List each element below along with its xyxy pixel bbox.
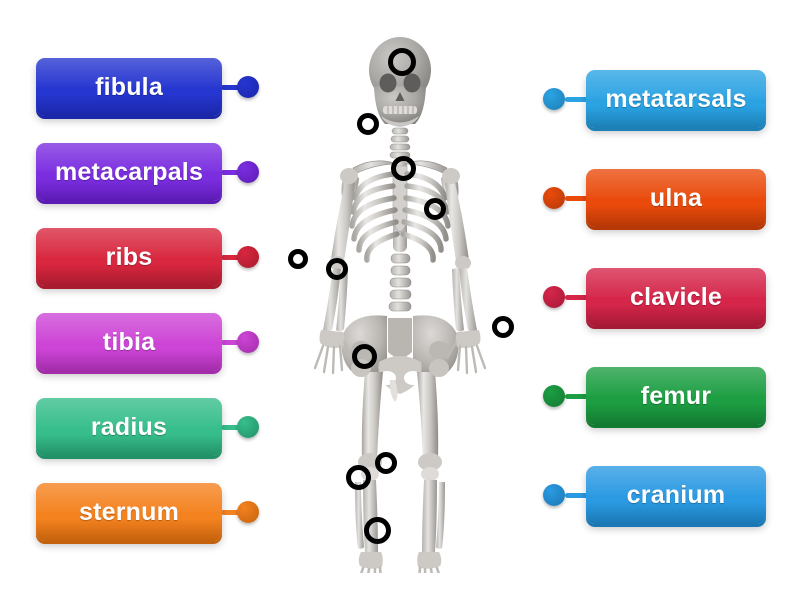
connector-stem-femur <box>565 394 589 399</box>
label-chip-ribs[interactable]: ribs <box>36 228 222 286</box>
fibula-target[interactable] <box>375 452 397 474</box>
skeleton-diagram <box>275 28 525 573</box>
label-chip-clavicle[interactable]: clavicle <box>586 268 766 326</box>
label-text: cranium <box>626 480 726 509</box>
ribs-target[interactable] <box>424 198 446 220</box>
sternum-target[interactable] <box>390 155 416 181</box>
metacarpals-target[interactable] <box>492 316 514 338</box>
label-chip-metacarpals[interactable]: metacarpals <box>36 143 222 201</box>
label-text: radius <box>90 412 168 441</box>
tibia-target[interactable] <box>345 464 371 490</box>
label-text: ulna <box>649 183 703 212</box>
connector-dot-metacarpals[interactable] <box>237 161 259 183</box>
label-text: metatarsals <box>605 84 747 113</box>
label-chip-ulna[interactable]: ulna <box>586 169 766 227</box>
label-chip-radius[interactable]: radius <box>36 398 222 456</box>
connector-stem-cranium <box>565 493 589 498</box>
femur-target[interactable] <box>351 343 377 369</box>
connector-dot-ulna[interactable] <box>543 187 565 209</box>
label-chip-tibia[interactable]: tibia <box>36 313 222 371</box>
connector-stem-ulna <box>565 196 589 201</box>
label-text: fibula <box>95 72 163 101</box>
connector-stem-clavicle <box>565 295 589 300</box>
ulna-target[interactable] <box>288 249 308 269</box>
label-chip-cranium[interactable]: cranium <box>586 466 766 524</box>
connector-stem-tibia <box>221 340 243 345</box>
connector-stem-radius <box>221 425 243 430</box>
label-text: femur <box>640 381 712 410</box>
connector-dot-clavicle[interactable] <box>543 286 565 308</box>
label-chip-sternum[interactable]: sternum <box>36 483 222 541</box>
label-chip-femur[interactable]: femur <box>586 367 766 425</box>
label-chip-metatarsals[interactable]: metatarsals <box>586 70 766 128</box>
connector-dot-radius[interactable] <box>237 416 259 438</box>
label-text: sternum <box>78 497 180 526</box>
connector-stem-sternum <box>221 510 243 515</box>
radius-target[interactable] <box>326 258 348 280</box>
connector-dot-cranium[interactable] <box>543 484 565 506</box>
clavicle-target[interactable] <box>357 113 379 135</box>
connector-dot-femur[interactable] <box>543 385 565 407</box>
label-text: ribs <box>105 242 153 271</box>
connector-stem-fibula <box>221 85 243 90</box>
connector-dot-ribs[interactable] <box>237 246 259 268</box>
connector-dot-tibia[interactable] <box>237 331 259 353</box>
label-text: metacarpals <box>54 157 204 186</box>
cranium-target[interactable] <box>388 48 416 76</box>
connector-dot-sternum[interactable] <box>237 501 259 523</box>
label-text: clavicle <box>630 282 722 311</box>
connector-stem-metatarsals <box>565 97 589 102</box>
connector-dot-metatarsals[interactable] <box>543 88 565 110</box>
connector-stem-ribs <box>221 255 243 260</box>
label-text: tibia <box>102 327 156 356</box>
label-chip-fibula[interactable]: fibula <box>36 58 222 116</box>
metatarsals-target[interactable] <box>363 516 391 544</box>
connector-stem-metacarpals <box>221 170 243 175</box>
connector-dot-fibula[interactable] <box>237 76 259 98</box>
